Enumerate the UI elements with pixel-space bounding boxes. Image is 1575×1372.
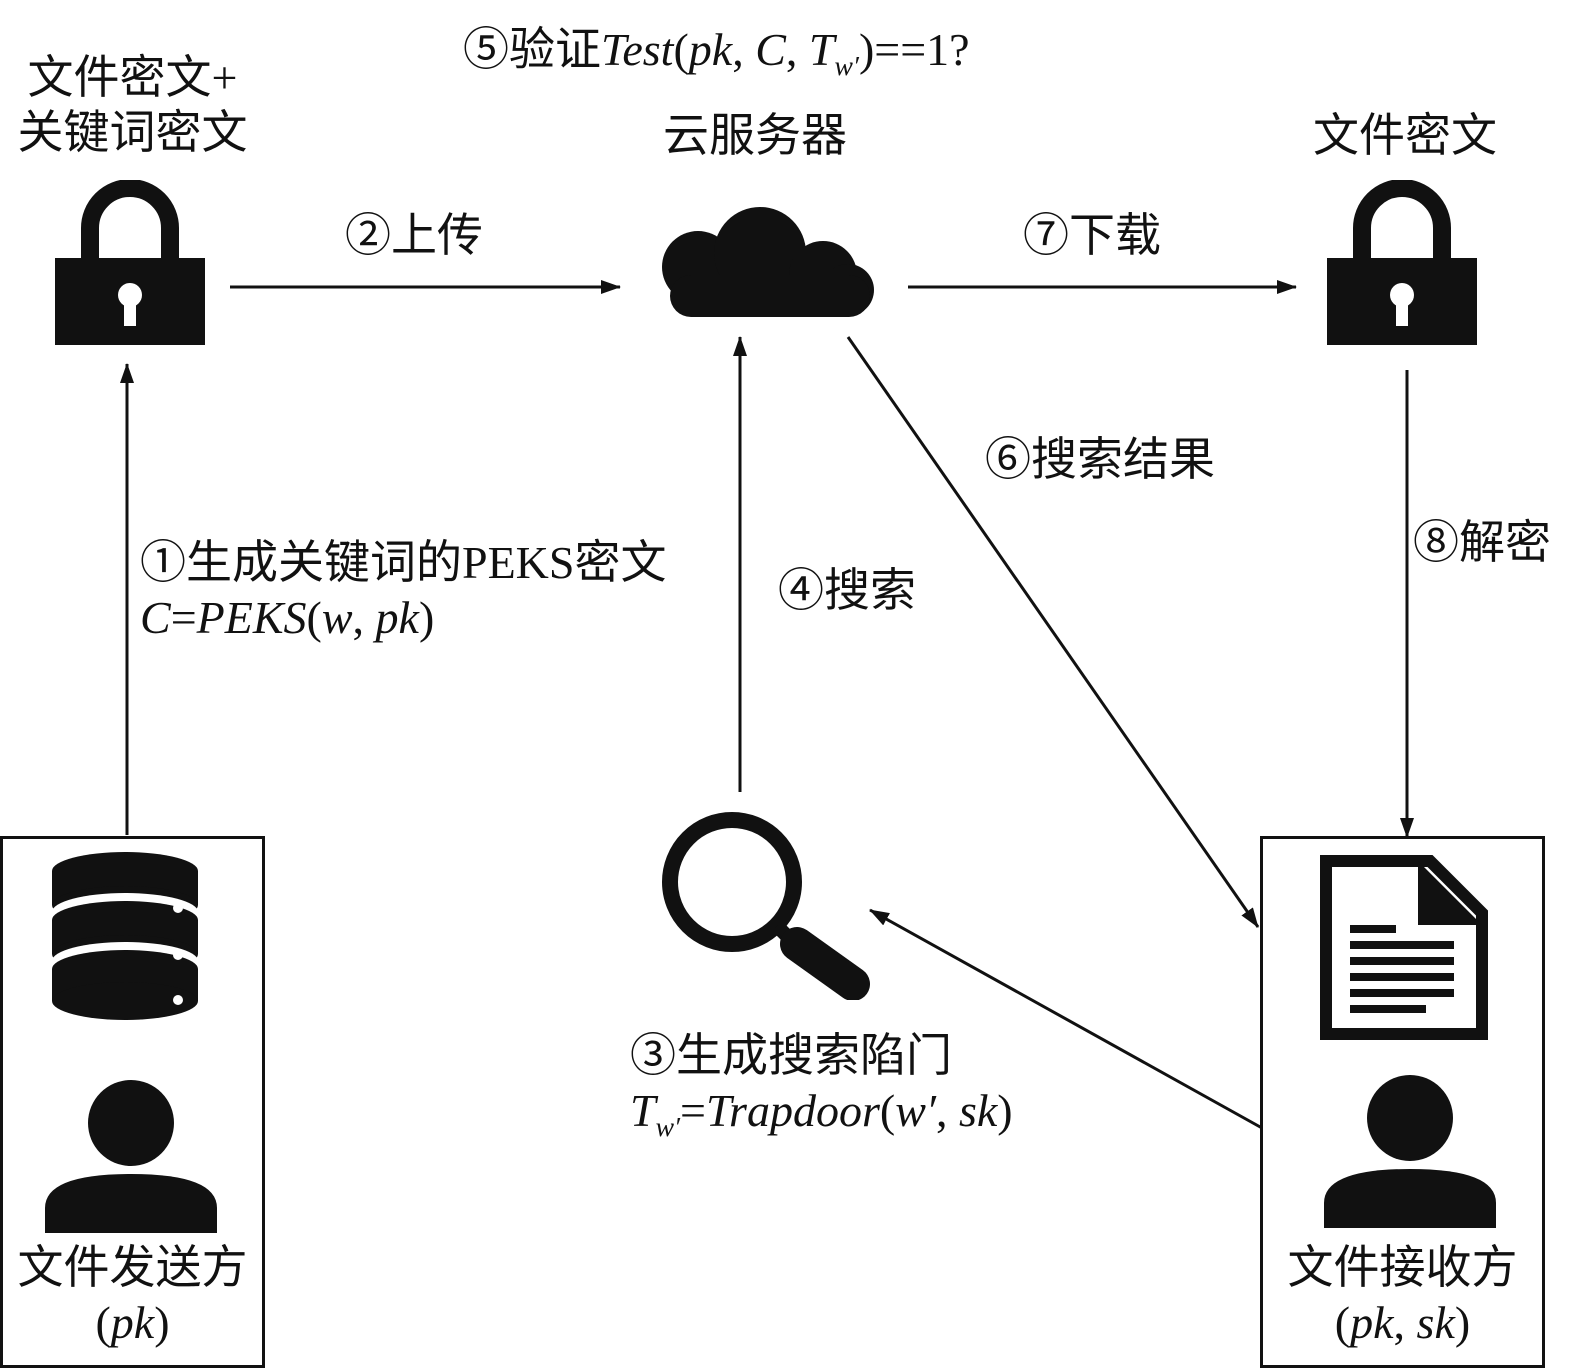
sender-ciphertext-label: 文件密文+ 关键词密文 [17, 52, 248, 159]
arrow-trapdoor [869, 908, 1263, 1130]
document-icon [1320, 855, 1488, 1040]
step8-decrypt-label: ⑧解密 [1413, 517, 1551, 568]
server-label: 云服务器 [663, 110, 847, 161]
user-icon [1324, 1075, 1496, 1228]
receiver-ciphertext-label: 文件密文 [1313, 110, 1497, 161]
step2-upload-label: ②上传 [345, 210, 483, 261]
arrow-search-result [846, 336, 1260, 928]
receiver-box [1260, 836, 1545, 1368]
user-icon [45, 1080, 217, 1233]
step7-download-label: ⑦下载 [1023, 210, 1161, 261]
receiver-name: 文件接收方 (pk, sk) [1287, 1242, 1518, 1349]
step3-trapdoor-label: ③生成搜索陷门 Tw′=Trapdoor(w′, sk) [630, 1030, 1013, 1142]
cloud-icon [662, 207, 874, 317]
lock-icon [55, 180, 205, 345]
step4-search-label: ④搜索 [778, 565, 916, 616]
step6-result-label: ⑥搜索结果 [985, 434, 1215, 485]
lock-icon [1327, 180, 1477, 345]
sender-box [0, 836, 265, 1368]
sender-name: 文件发送方 (pk) [17, 1242, 248, 1349]
step5-verify-label: ⑤验证Test(pk, C, Tw′)==1? [463, 24, 970, 81]
database-icon [52, 852, 198, 1020]
step1-peks-label: ①生成关键词的PEKS密文 C=PEKS(w, pk) [140, 537, 667, 644]
search-icon [662, 812, 870, 1000]
